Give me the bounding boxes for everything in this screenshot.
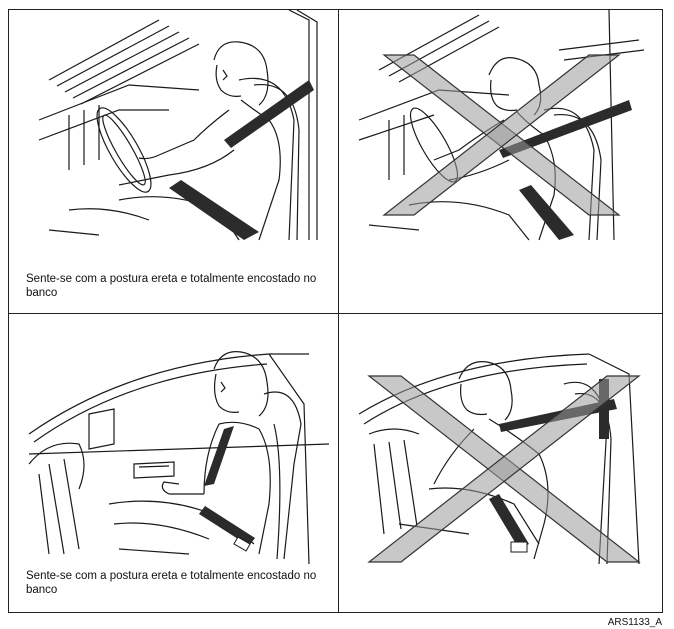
cross-icon — [367, 375, 641, 563]
caption-top-left: Sente-se com a postura ereta e totalment… — [26, 273, 317, 299]
vertical-divider — [338, 9, 339, 613]
cross-icon — [382, 54, 621, 216]
illustration-incorrect-posture-1 — [358, 10, 645, 241]
panel-top-left: Sente-se com a postura ereta e totalment… — [9, 10, 338, 313]
caption-bottom-left: Sente-se com a postura ereta e totalment… — [26, 570, 317, 596]
panel-top-right — [339, 10, 662, 313]
panel-bottom-right — [339, 314, 662, 612]
panel-bottom-left: Sente-se com a postura ereta e totalment… — [9, 314, 338, 612]
figure-frame — [8, 9, 663, 613]
illustration-correct-posture-2 — [28, 351, 330, 565]
illustration-incorrect-posture-2 — [358, 353, 641, 565]
figure-code: ARS1133_A — [607, 617, 662, 628]
horizontal-divider — [8, 313, 663, 314]
illustration-correct-posture-1 — [38, 10, 318, 241]
